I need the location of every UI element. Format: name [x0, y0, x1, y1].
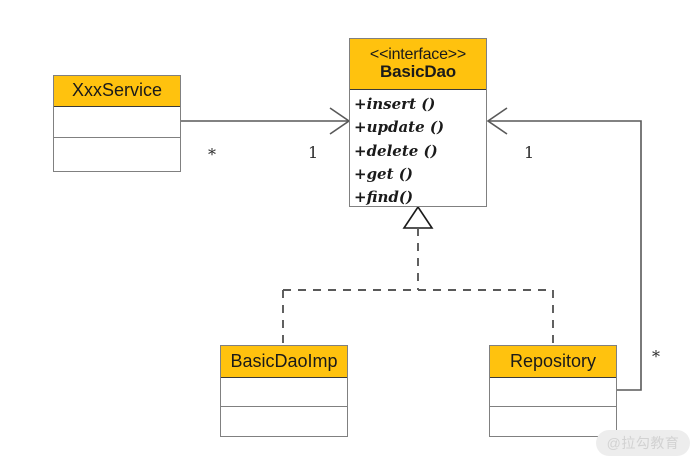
edge-service-to-dao[interactable] [181, 107, 351, 135]
class-header-basic-dao: <<interface>> BasicDao [350, 39, 486, 90]
attributes-compartment [490, 378, 616, 407]
edge-realization-to-dao[interactable] [282, 205, 554, 345]
watermark: @拉勾教育 [596, 430, 690, 456]
operation-get: +get () [354, 164, 413, 183]
watermark-text: @拉勾教育 [606, 435, 680, 451]
multiplicity-dao-right-one: 1 [524, 143, 535, 162]
operations-compartment [490, 407, 616, 436]
operation-find: +find() [354, 188, 414, 207]
edge-repository-to-dao[interactable] [486, 107, 642, 391]
attributes-compartment [54, 107, 180, 138]
operation-delete: +delete () [354, 141, 438, 160]
attributes-compartment [221, 378, 347, 407]
class-header-xxx-service: XxxService [54, 76, 180, 107]
operations-compartment: +insert () +update () +delete () +get ()… [350, 90, 486, 206]
stereotype-label: <<interface>> [369, 46, 467, 64]
operations-compartment [221, 407, 347, 436]
class-box-basic-dao[interactable]: <<interface>> BasicDao +insert () +updat… [349, 38, 487, 207]
class-box-xxx-service[interactable]: XxxService [53, 75, 181, 172]
operation-update: +update () [354, 118, 445, 137]
multiplicity-repository-star: * [652, 347, 660, 366]
operations-compartment [54, 138, 180, 169]
class-name-label: Repository [509, 350, 597, 371]
class-name-label: BasicDaoImp [230, 350, 338, 371]
class-name-label: XxxService [71, 80, 163, 101]
operation-insert: +insert () [354, 95, 436, 113]
class-header-repository: Repository [490, 346, 616, 378]
class-box-basic-dao-imp[interactable]: BasicDaoImp [220, 345, 348, 437]
class-box-repository[interactable]: Repository [489, 345, 617, 437]
class-name-label: BasicDao [380, 62, 456, 82]
class-header-basic-dao-imp: BasicDaoImp [221, 346, 347, 378]
multiplicity-dao-left-one: 1 [308, 143, 319, 162]
multiplicity-service-star: * [208, 145, 216, 164]
